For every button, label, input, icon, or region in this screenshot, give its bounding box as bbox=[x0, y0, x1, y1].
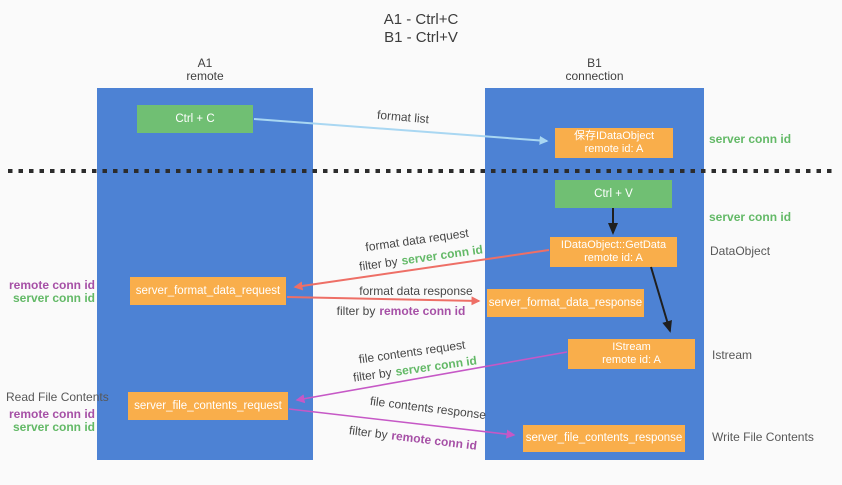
column-a1-role: remote bbox=[186, 69, 224, 83]
remote-conn-id-label-top-left: remote conn id bbox=[8, 278, 95, 292]
server-conn-id-label-mid-right: server conn id bbox=[709, 210, 792, 224]
title-line-1: A1 - Ctrl+C bbox=[383, 11, 459, 28]
column-b1-name: B1 bbox=[587, 56, 602, 70]
getdata-box: IDataObject::GetData remote id: A bbox=[550, 237, 677, 267]
server-format-data-request-box: server_format_data_request bbox=[130, 277, 286, 305]
format-list-label: format list bbox=[376, 107, 430, 127]
server-conn-id-label-top-left: server conn id bbox=[12, 291, 95, 305]
file-contents-response-label: file contents response bbox=[369, 393, 487, 423]
save-dataobject-line2: remote id: A bbox=[584, 143, 644, 155]
server-format-data-response-box: server_format_data_response bbox=[487, 289, 644, 317]
column-b1-role: connection bbox=[565, 69, 624, 83]
conn-id-labels-top-left: remote conn id server conn id bbox=[0, 279, 95, 305]
istream-line1: IStream bbox=[612, 341, 651, 353]
filter-by-text: filter by bbox=[336, 304, 376, 318]
filter-by-text: filter by bbox=[358, 254, 399, 274]
server-conn-id-label-top-right: server conn id bbox=[709, 132, 792, 146]
remote-conn-id-label-bottom-left: remote conn id bbox=[8, 407, 95, 421]
remote-conn-id-keyword: remote conn id bbox=[390, 428, 478, 453]
istream-line2: remote id: A bbox=[602, 354, 661, 366]
session-divider-dotted-line bbox=[8, 169, 836, 173]
server-file-contents-response-label: server_file_contents_response bbox=[525, 432, 683, 444]
istream-box: IStream remote id: A bbox=[568, 339, 695, 369]
filter-by-text: filter by bbox=[352, 365, 393, 385]
server-file-contents-response-box: server_file_contents_response bbox=[523, 425, 685, 452]
server-conn-id-label-bottom-left: server conn id bbox=[12, 420, 95, 434]
format-data-response-label: format data response bbox=[359, 284, 473, 298]
dataobject-label: DataObject bbox=[710, 244, 771, 258]
filter-by-text: filter by bbox=[348, 423, 389, 442]
istream-side-label: Istream bbox=[712, 348, 753, 362]
ctrl-c-label: Ctrl + C bbox=[175, 112, 215, 125]
ctrl-v-label: Ctrl + V bbox=[594, 187, 633, 200]
server-file-contents-request-label: server_file_contents_request bbox=[134, 399, 282, 412]
ctrl-v-box: Ctrl + V bbox=[555, 180, 672, 208]
write-file-contents-label: Write File Contents bbox=[712, 430, 814, 444]
server-file-contents-request-box: server_file_contents_request bbox=[128, 392, 288, 420]
save-dataobject-line1: 保存IDataObject bbox=[573, 130, 655, 142]
server-format-data-response-label: server_format_data_response bbox=[488, 296, 643, 309]
diagram-title: A1 - Ctrl+C B1 - Ctrl+V bbox=[0, 11, 842, 47]
title-line-2: B1 - Ctrl+V bbox=[384, 29, 458, 46]
save-dataobject-box: 保存IDataObject remote id: A bbox=[555, 128, 673, 158]
remote-conn-id-keyword: remote conn id bbox=[379, 304, 466, 318]
column-header-b1: B1 connection bbox=[485, 57, 704, 83]
server-format-data-request-label: server_format_data_request bbox=[135, 284, 281, 297]
ctrl-c-box: Ctrl + C bbox=[137, 105, 253, 133]
getdata-line1: IDataObject::GetData bbox=[560, 239, 667, 251]
column-header-a1: A1 remote bbox=[97, 57, 313, 83]
read-file-contents-label: Read File Contents bbox=[6, 390, 109, 404]
column-a1-name: A1 bbox=[197, 56, 213, 70]
conn-id-labels-bottom-left: remote conn id server conn id bbox=[0, 408, 95, 434]
getdata-line2: remote id: A bbox=[584, 252, 643, 264]
